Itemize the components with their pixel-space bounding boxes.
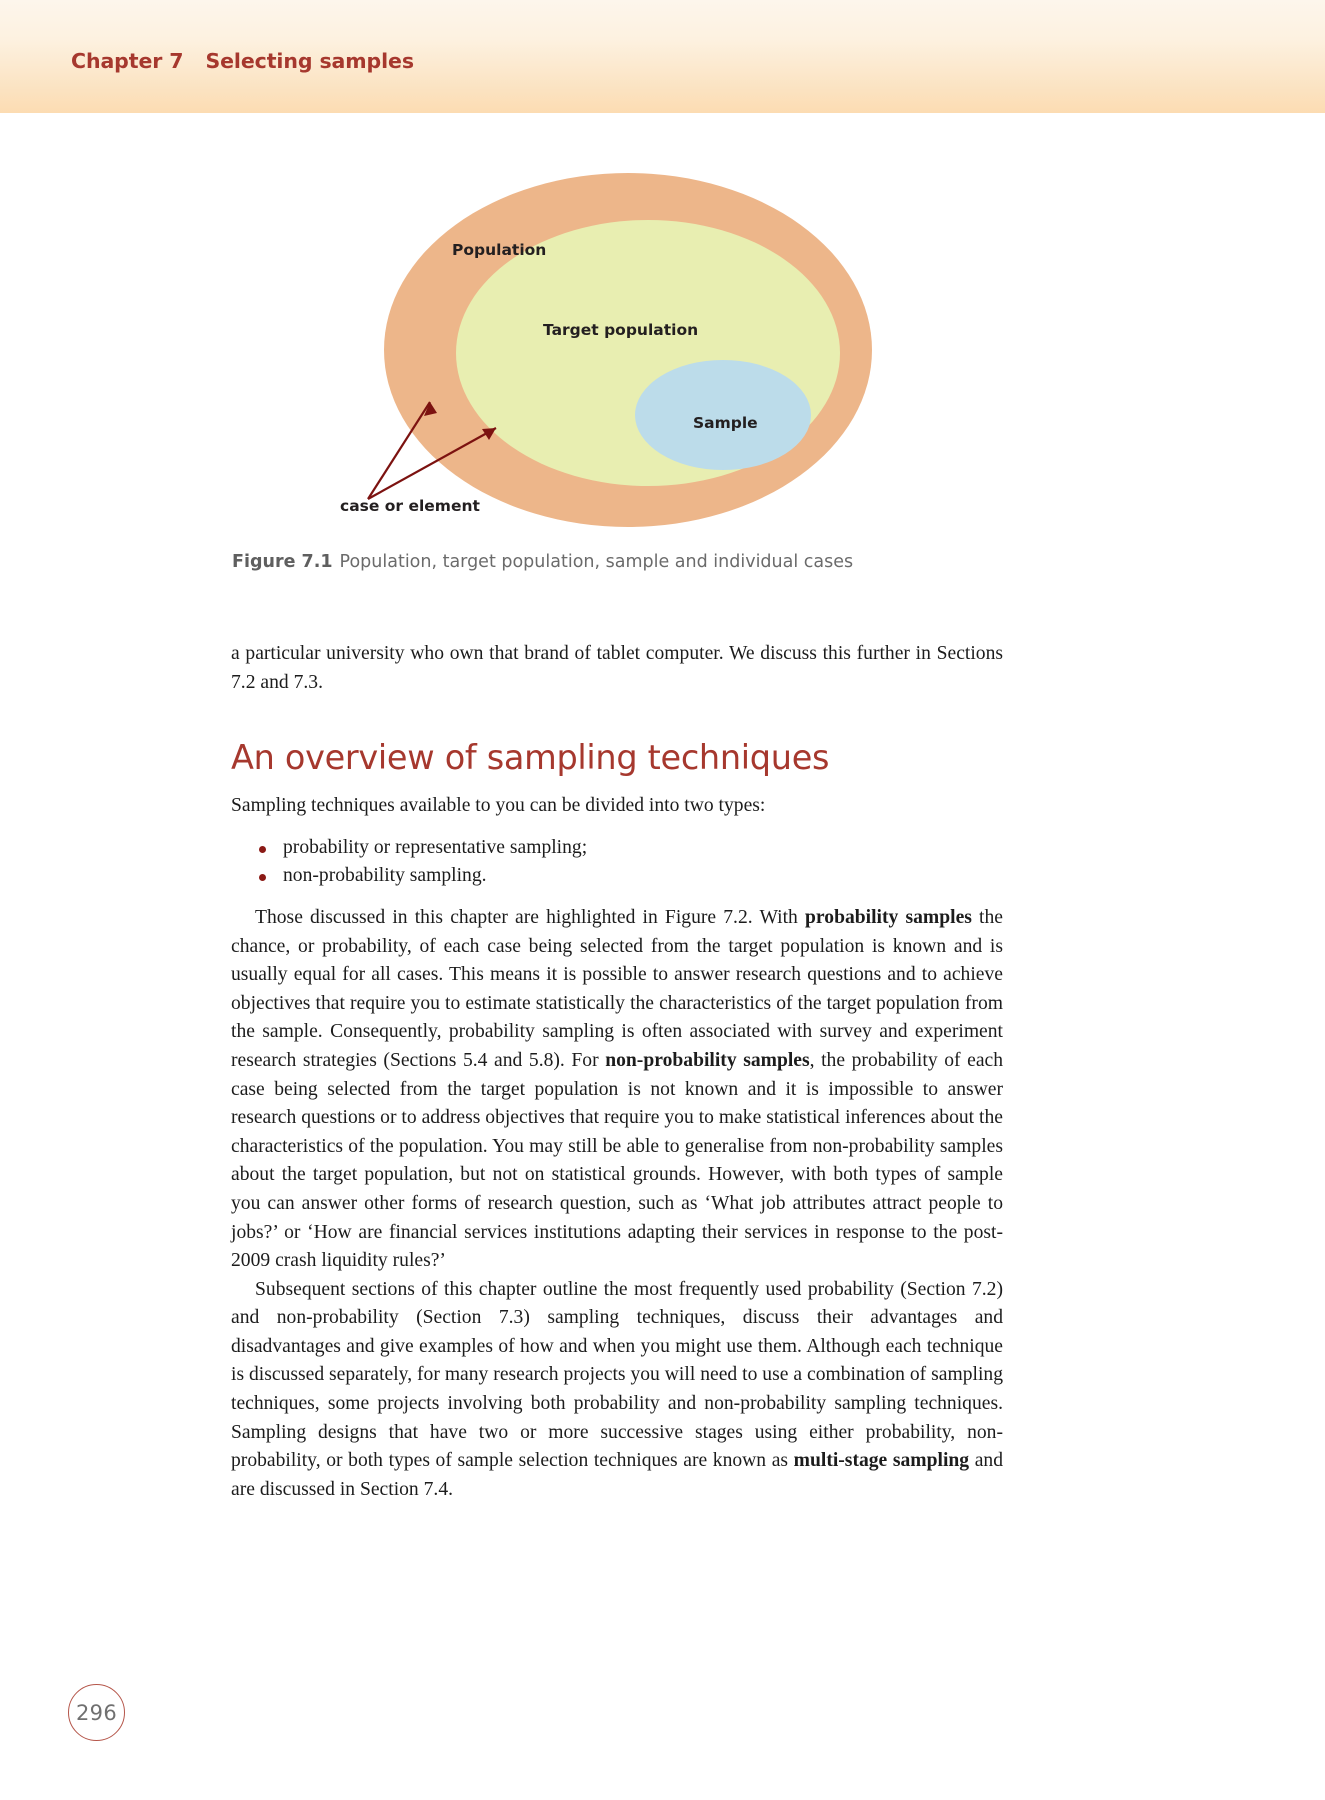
page-number: 296 <box>76 1700 117 1725</box>
figure-7-1: Population Target population Sample case… <box>0 150 1325 570</box>
paragraph-continued: a particular university who own that bra… <box>231 643 1003 693</box>
intro-line: Sampling techniques available to you can… <box>231 795 766 817</box>
text-run: Those discussed in this chapter are high… <box>255 906 806 928</box>
list-item: probability or representative sampling; <box>259 834 1003 863</box>
paragraph-subsequent-sections: Subsequent sections of this chapter outl… <box>231 1276 1003 1505</box>
chapter-header-band: Chapter 7 Selecting samples <box>0 0 1325 113</box>
list-item: non-probability sampling. <box>259 862 1003 891</box>
sampling-types-list: probability or representative sampling; … <box>231 834 1003 891</box>
figure-label-population: Population <box>452 241 546 259</box>
text-run: Subsequent sections of this chapter outl… <box>231 1278 1003 1472</box>
section-heading: An overview of sampling techniques <box>231 738 830 778</box>
bold-term-probability-samples: probability samples <box>805 906 972 928</box>
chapter-header: Chapter 7 Selecting samples <box>71 49 414 73</box>
figure-label-sample: Sample <box>693 414 758 432</box>
paragraph-probability-samples: Those discussed in this chapter are high… <box>231 904 1003 1276</box>
page-number-badge: 296 <box>68 1684 125 1741</box>
spacer <box>231 697 1003 738</box>
case-or-element-arrows <box>367 401 497 500</box>
spacer <box>231 891 1003 904</box>
text-run: the chance, or probability, of each case… <box>231 906 1003 1071</box>
text-run: , the probability of each case being sel… <box>231 1049 1004 1272</box>
figure-caption-text: Population, target population, sample an… <box>339 552 854 572</box>
bold-term-multi-stage-sampling: multi-stage sampling <box>793 1450 970 1472</box>
bold-term-non-probability-samples: non-probability samples <box>605 1049 810 1071</box>
figure-caption-number: Figure 7.1 <box>232 552 333 572</box>
chapter-number: Chapter 7 <box>71 49 184 73</box>
chapter-title: Selecting samples <box>205 49 414 73</box>
spacer <box>231 778 1003 792</box>
spacer <box>231 821 1003 834</box>
body-column: a particular university who own that bra… <box>231 640 1003 1504</box>
text-run: and are discussed in Section 7.4. <box>231 1450 1003 1500</box>
sample-ellipse <box>635 360 811 470</box>
figure-label-target-population: Target population <box>543 321 698 339</box>
figure-caption: Figure 7.1 Population, target population,… <box>232 552 1132 572</box>
figure-label-case-or-element: case or element <box>340 497 481 515</box>
